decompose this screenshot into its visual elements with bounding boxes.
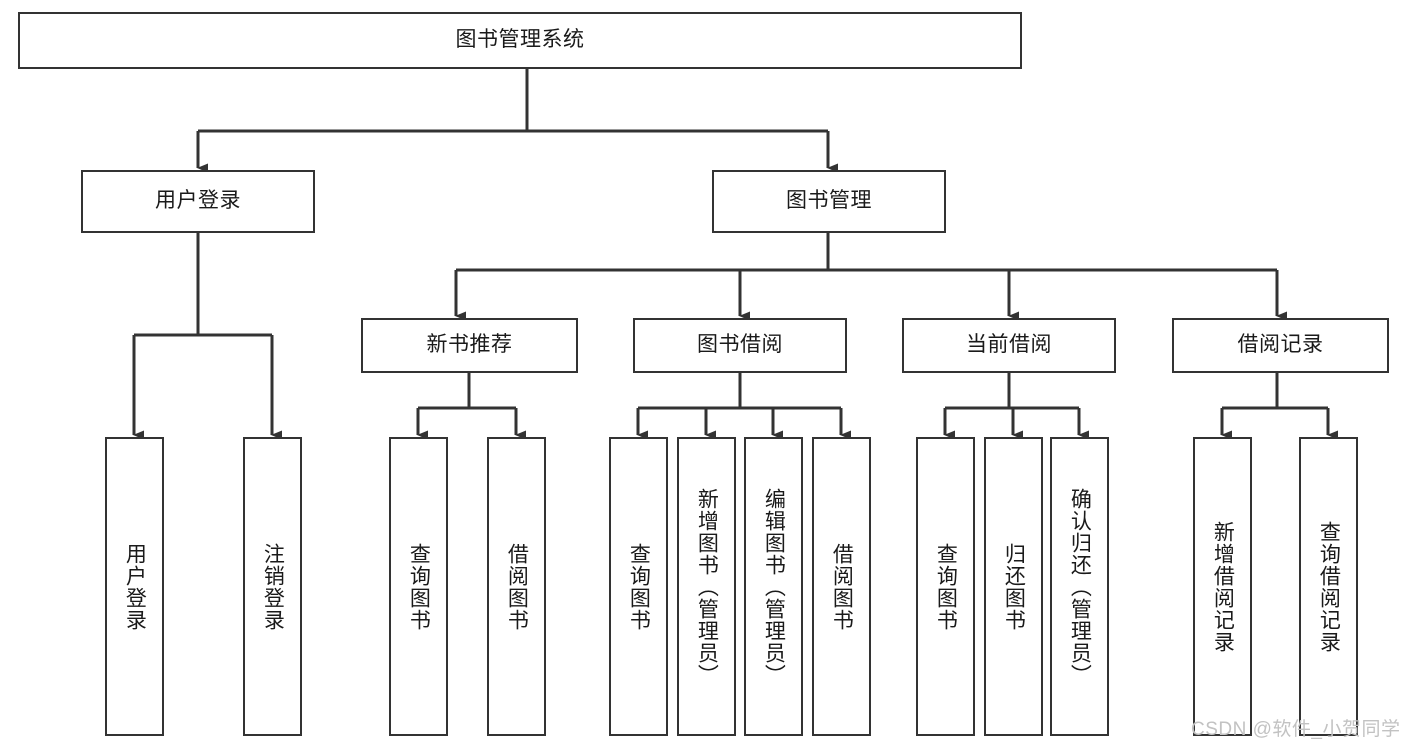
node-box-leaf-add-record[interactable]: 新增借阅记录 bbox=[1193, 437, 1252, 736]
node-label-user-login: 用户登录 bbox=[155, 189, 241, 213]
node-label-borrow-record: 借阅记录 bbox=[1237, 333, 1324, 357]
node-box-leaf-query-record[interactable]: 查询借阅记录 bbox=[1299, 437, 1358, 736]
node-box-leaf-borrow-book-1[interactable]: 借阅图书 bbox=[487, 437, 546, 736]
node-label-new-book-recommend: 新书推荐 bbox=[426, 333, 513, 357]
node-label-leaf-add-record: 新增借阅记录 bbox=[1211, 520, 1235, 653]
node-box-leaf-user-login[interactable]: 用户登录 bbox=[105, 437, 164, 736]
node-box-user-login[interactable]: 用户登录 bbox=[81, 170, 315, 233]
node-box-leaf-confirm-return[interactable]: 确认归还（管理员） bbox=[1050, 437, 1109, 736]
csdn-watermark: CSDN @软件_小贺同学 bbox=[1191, 719, 1401, 740]
node-box-leaf-query-book-2[interactable]: 查询图书 bbox=[609, 437, 668, 736]
node-label-leaf-edit-book: 编辑图书（管理员） bbox=[762, 487, 786, 686]
node-box-leaf-borrow-book-2[interactable]: 借阅图书 bbox=[812, 437, 871, 736]
node-label-root: 图书管理系统 bbox=[455, 28, 585, 52]
node-box-leaf-return-book[interactable]: 归还图书 bbox=[984, 437, 1043, 736]
node-box-borrow-record[interactable]: 借阅记录 bbox=[1172, 318, 1389, 373]
node-box-leaf-query-book-1[interactable]: 查询图书 bbox=[389, 437, 448, 736]
node-label-current-borrow: 当前借阅 bbox=[966, 333, 1052, 357]
node-box-root[interactable]: 图书管理系统 bbox=[18, 12, 1022, 69]
node-box-leaf-add-book[interactable]: 新增图书（管理员） bbox=[677, 437, 736, 736]
node-label-book-borrow: 图书借阅 bbox=[697, 333, 783, 357]
connector-lines bbox=[132, 69, 1338, 440]
node-label-leaf-confirm-return: 确认归还（管理员） bbox=[1068, 487, 1092, 686]
node-box-book-borrow[interactable]: 图书借阅 bbox=[633, 318, 847, 373]
node-label-leaf-query-book-1: 查询图书 bbox=[407, 542, 431, 631]
node-box-leaf-logout[interactable]: 注销登录 bbox=[243, 437, 302, 736]
node-box-leaf-edit-book[interactable]: 编辑图书（管理员） bbox=[744, 437, 803, 736]
node-label-book-manage: 图书管理 bbox=[786, 189, 872, 213]
node-box-current-borrow[interactable]: 当前借阅 bbox=[902, 318, 1116, 373]
node-label-leaf-query-book-2: 查询图书 bbox=[627, 542, 651, 631]
node-label-leaf-query-book-3: 查询图书 bbox=[934, 542, 958, 631]
node-label-leaf-borrow-book-1: 借阅图书 bbox=[505, 542, 529, 631]
node-box-new-book-recommend[interactable]: 新书推荐 bbox=[361, 318, 578, 373]
node-label-leaf-add-book: 新增图书（管理员） bbox=[695, 487, 719, 686]
node-label-leaf-return-book: 归还图书 bbox=[1002, 542, 1026, 631]
node-label-leaf-logout: 注销登录 bbox=[261, 542, 285, 631]
node-label-leaf-query-record: 查询借阅记录 bbox=[1317, 520, 1341, 653]
node-label-leaf-borrow-book-2: 借阅图书 bbox=[830, 542, 854, 631]
node-label-leaf-user-login: 用户登录 bbox=[123, 542, 147, 631]
node-box-leaf-query-book-3[interactable]: 查询图书 bbox=[916, 437, 975, 736]
node-box-book-manage[interactable]: 图书管理 bbox=[712, 170, 946, 233]
